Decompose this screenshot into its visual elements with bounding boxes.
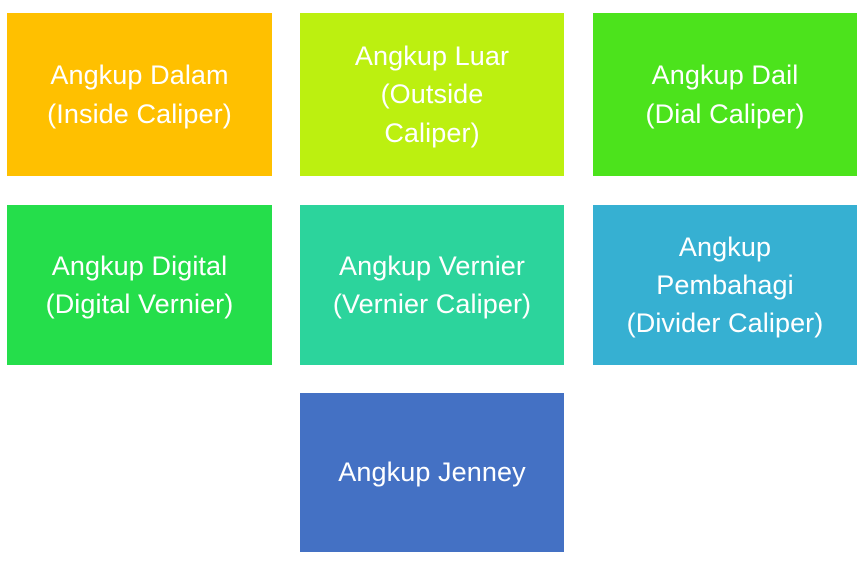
tile-angkup-digital-label: Angkup Digital (Digital Vernier) bbox=[45, 250, 234, 319]
tile-angkup-jenney-label: Angkup Jenney bbox=[338, 457, 526, 488]
tile-angkup-digital[interactable]: Angkup Digital (Digital Vernier) bbox=[7, 205, 272, 365]
tile-angkup-dail-label: Angkup Dail (Dial Caliper) bbox=[645, 60, 805, 129]
tile-angkup-vernier[interactable]: Angkup Vernier (Vernier Caliper) bbox=[300, 205, 564, 365]
tile-angkup-pembahagi-label: Angkup Pembahagi (Divider Caliper) bbox=[626, 231, 824, 339]
tile-angkup-jenney[interactable]: Angkup Jenney bbox=[300, 393, 564, 552]
tile-angkup-dalam-label: Angkup Dalam (Inside Caliper) bbox=[47, 60, 232, 129]
tile-angkup-luar[interactable]: Angkup Luar (Outside Caliper) bbox=[300, 13, 564, 176]
tile-angkup-luar-label: Angkup Luar (Outside Caliper) bbox=[354, 41, 510, 148]
tile-angkup-vernier-label: Angkup Vernier (Vernier Caliper) bbox=[332, 250, 532, 319]
tile-angkup-dalam[interactable]: Angkup Dalam (Inside Caliper) bbox=[7, 13, 272, 176]
tile-angkup-dail[interactable]: Angkup Dail (Dial Caliper) bbox=[593, 13, 857, 176]
tile-angkup-pembahagi[interactable]: Angkup Pembahagi (Divider Caliper) bbox=[593, 205, 857, 365]
